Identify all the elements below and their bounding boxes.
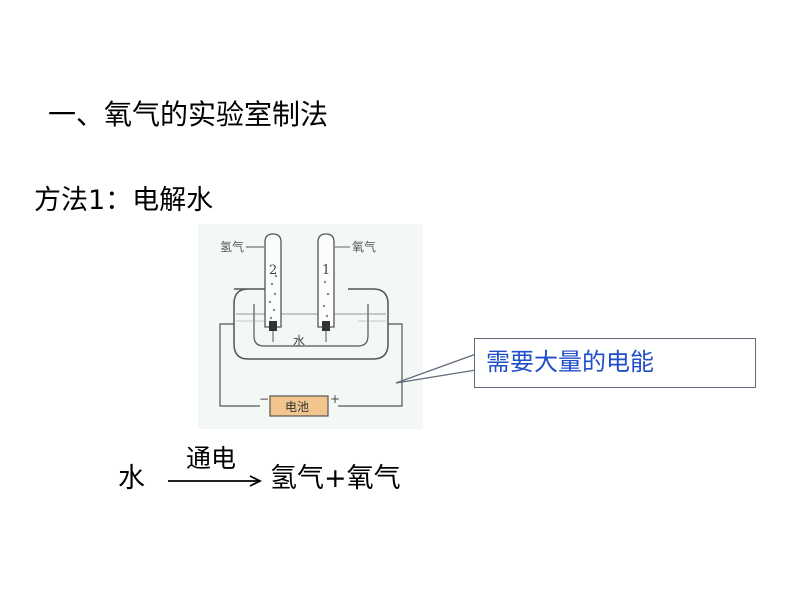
trough-outer-wall: [233, 288, 389, 360]
equation-reactant: 水: [118, 463, 145, 494]
section-heading: 一、氧气的实验室制法: [48, 98, 329, 131]
callout-box: [474, 338, 756, 388]
equation-condition: 通电: [186, 444, 237, 473]
reaction-arrow-icon: [168, 475, 263, 487]
electrolysis-apparatus-svg: 2 1 氢气 氧气 水 电池 − +: [219, 233, 403, 417]
right-tube-number: 1: [322, 263, 330, 278]
right-gas-label: 氧气: [352, 239, 376, 254]
left-gas-label: 氢气: [220, 239, 244, 254]
gas-bubbles: [268, 274, 330, 320]
left-tube-number: 2: [269, 263, 277, 278]
wire-left: [219, 323, 260, 407]
left-electrode: [269, 321, 277, 331]
callout-pointer: [395, 353, 477, 384]
wire-right: [338, 323, 403, 407]
electrolysis-diagram: 2 1 氢气 氧气 水 电池 − +: [198, 224, 423, 429]
right-test-tube: [317, 233, 335, 328]
battery-minus: −: [259, 392, 269, 406]
water-label: 水: [293, 334, 305, 348]
method-label: 方法1：电解水: [34, 185, 214, 216]
battery-label: 电池: [285, 400, 309, 414]
trough-inner-wall: [253, 304, 369, 347]
left-test-tube: [264, 233, 282, 328]
right-electrode: [322, 321, 330, 331]
equation-products: 氢气+氧气: [270, 463, 401, 494]
callout-text: 需要大量的电能: [486, 348, 654, 376]
battery: [269, 395, 329, 417]
battery-plus: +: [330, 392, 340, 406]
